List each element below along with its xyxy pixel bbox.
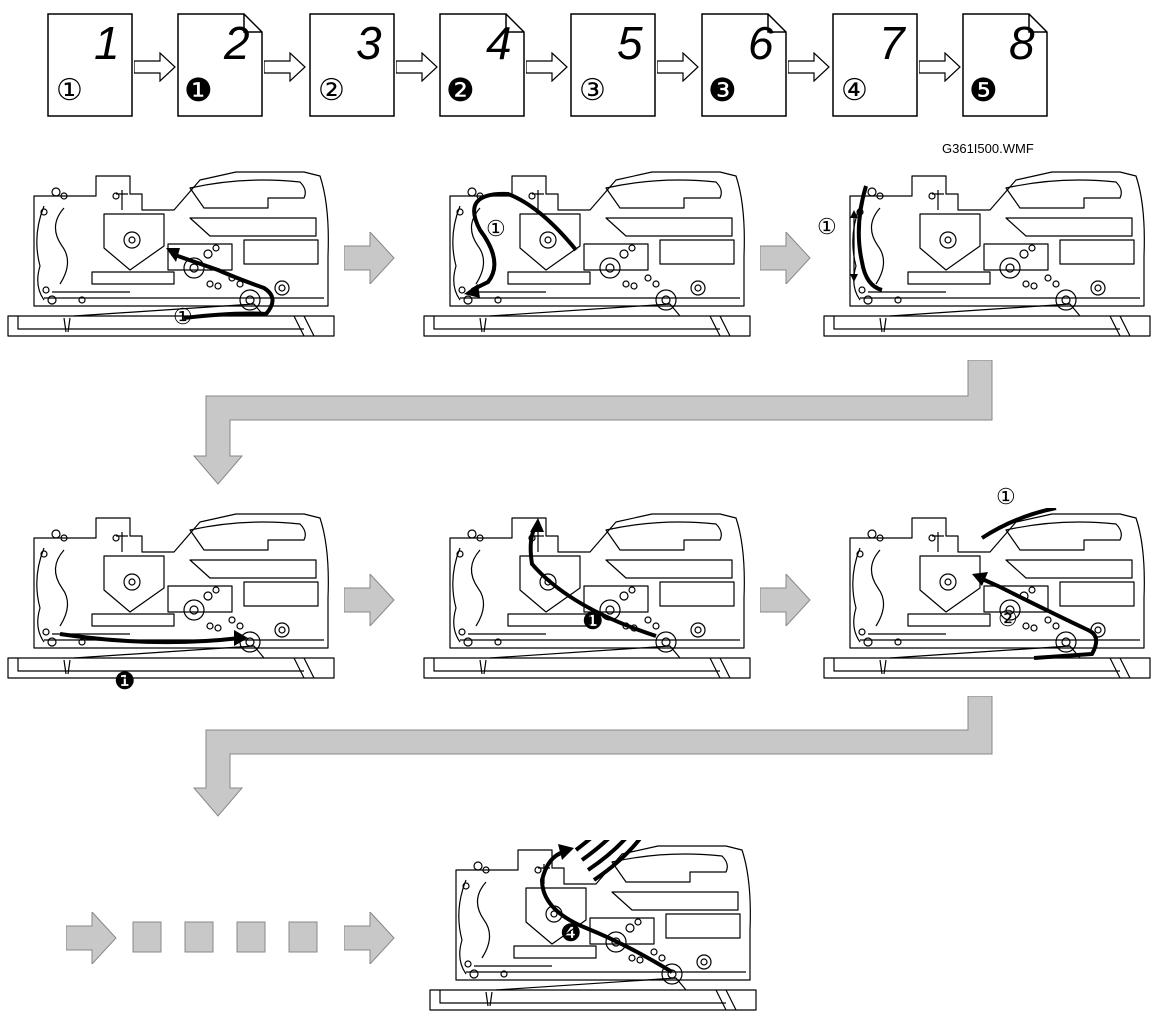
page-link-arrow	[788, 52, 830, 82]
page-link-arrow	[919, 52, 961, 82]
page-2: 2 ❶	[177, 13, 263, 117]
page-1: 1 ①	[47, 13, 133, 117]
page-link-arrow	[526, 52, 568, 82]
flow-arrow-right	[760, 232, 811, 284]
page-number: 6	[748, 17, 774, 69]
page-number: 1	[94, 17, 120, 69]
page-6: 6 ❸	[701, 13, 787, 117]
path-arrowhead	[234, 630, 248, 646]
printer-step-5	[423, 513, 751, 679]
page-outline	[439, 13, 525, 117]
page-number: 7	[879, 17, 905, 69]
path-arrowhead	[972, 572, 988, 586]
path-arrowhead	[530, 518, 544, 532]
side-marker: ❷	[446, 72, 475, 108]
page-number: 4	[486, 17, 512, 69]
page-number: 8	[1009, 17, 1035, 69]
step-5-callout: ❶	[582, 608, 604, 635]
side-marker: ❺	[969, 72, 998, 108]
page-link-arrow	[264, 52, 306, 82]
page-outline	[570, 13, 656, 117]
page-number: 2	[224, 17, 250, 69]
step-4-callout: ❶	[114, 668, 136, 695]
path-arrowhead	[464, 284, 480, 298]
page-link-arrow	[134, 52, 176, 82]
side-marker: ①	[56, 74, 83, 107]
printer-step-1	[7, 171, 335, 337]
side-marker: ②	[318, 74, 345, 107]
step-6-callout-1: ①	[996, 484, 1016, 509]
page-number: 5	[617, 17, 643, 69]
page-5: 5 ③	[570, 13, 656, 117]
printer-step-4	[7, 513, 335, 679]
page-outline	[832, 13, 918, 117]
page-link-arrow	[657, 52, 699, 82]
page-outline	[47, 13, 133, 117]
page-number: 3	[356, 17, 382, 69]
flow-arrow-right	[760, 574, 811, 626]
exit-stack	[574, 840, 642, 882]
step-7-callout: ❹	[560, 920, 582, 947]
page-link-arrow	[396, 52, 438, 82]
step-1-callout: ①	[173, 304, 193, 329]
step-3-callout: ①	[817, 214, 837, 239]
step-2-callout: ①	[486, 216, 506, 241]
page-3: 3 ②	[309, 13, 395, 117]
flow-arrow-return	[192, 696, 993, 817]
page-4: 4 ❷	[439, 13, 525, 117]
page-outline	[177, 13, 263, 117]
side-marker: ③	[579, 74, 606, 107]
page-outline	[309, 13, 395, 117]
path-arrowhead	[166, 248, 180, 262]
flow-arrow-return	[192, 360, 993, 485]
printer-step-3	[823, 171, 1151, 337]
flow-arrow-right	[344, 912, 395, 964]
flow-arrow-right	[344, 574, 395, 626]
flow-arrow-right	[344, 232, 395, 284]
printer-step-6	[823, 508, 1151, 679]
side-marker: ❶	[184, 72, 213, 108]
figure-caption: G361I500.WMF	[942, 141, 1034, 156]
printer-step-final	[429, 840, 757, 1011]
side-marker: ❸	[708, 72, 737, 108]
page-7: 7 ④	[832, 13, 918, 117]
page-8: 8 ❺	[962, 13, 1048, 117]
continuation-dots	[132, 921, 318, 953]
path-arrowhead	[558, 844, 574, 860]
page-outline	[701, 13, 787, 117]
flow-arrow-right	[66, 912, 117, 964]
page-outline	[962, 13, 1048, 117]
printer-step-2	[423, 171, 751, 337]
step-6-callout-2: ②	[998, 606, 1018, 631]
side-marker: ④	[841, 74, 868, 107]
